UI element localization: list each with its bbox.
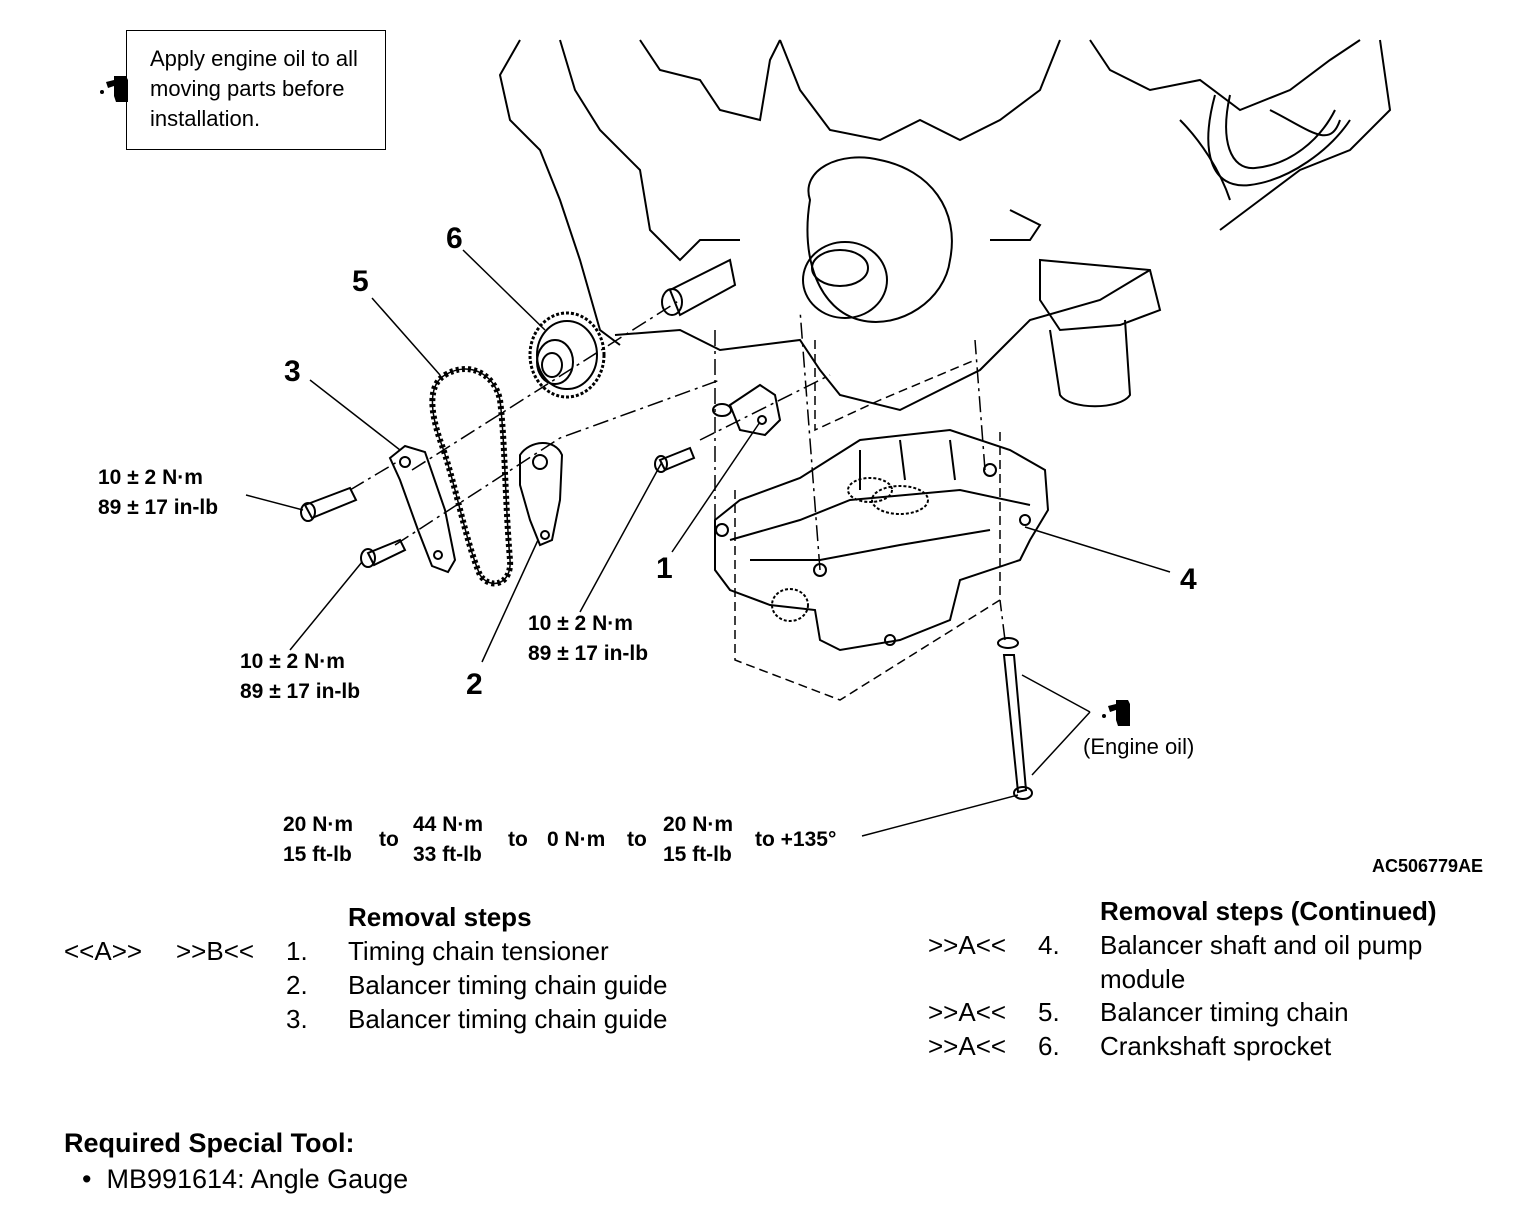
balancer-shaft-module — [714, 428, 1050, 652]
step-mark: >>A<< — [928, 997, 1007, 1027]
alignment-box — [734, 340, 1001, 701]
callout-3: 3 — [284, 355, 301, 388]
bolts — [300, 446, 1033, 800]
note-line: moving parts before — [150, 76, 345, 101]
timing-chain-tensioner — [712, 383, 782, 437]
step-number: 6. — [1038, 1031, 1060, 1061]
crankshaft-sprocket — [528, 311, 606, 399]
sequence-step-3: 0 N·m — [547, 828, 606, 851]
oil-can-icon — [1102, 700, 1130, 726]
sequence-final: to +135° — [755, 828, 837, 851]
step-number: 4. — [1038, 930, 1060, 960]
chain-guide-3 — [388, 444, 457, 574]
step-text: module — [1100, 964, 1186, 994]
step-text: Crankshaft sprocket — [1100, 1031, 1332, 1061]
torque-spec-guide-left: 10 ± 2 N·m 89 ± 17 in-lb — [98, 466, 219, 519]
sequence-step-4: 20 N·m 15 ft-lb — [663, 813, 734, 866]
engine-block — [498, 39, 1392, 412]
removal-steps-continued-header: Removal steps (Continued) — [1100, 896, 1437, 926]
sequence-step-2: 44 N·m 33 ft-lb — [413, 813, 484, 866]
torque-spec-tensioner: 10 ± 2 N·m 89 ± 17 in-lb — [528, 612, 649, 665]
leader-lines — [245, 249, 1171, 837]
callout-2: 2 — [466, 668, 483, 701]
step-mark: >>A<< — [928, 1031, 1007, 1061]
step-number: 1. — [286, 936, 308, 966]
step-text: Balancer shaft and oil pump — [1100, 930, 1423, 960]
note-line: Apply engine oil to all — [150, 46, 358, 71]
step-text: Balancer timing chain guide — [348, 970, 668, 1000]
special-tool-item: • MB991614: Angle Gauge — [82, 1164, 409, 1194]
step-text: Balancer timing chain guide — [348, 1004, 668, 1034]
step-number: 2. — [286, 970, 308, 1000]
step-text: Balancer timing chain — [1100, 997, 1349, 1027]
note-line: installation. — [150, 106, 261, 131]
step-mark: <<A>> — [64, 936, 143, 966]
step-number: 5. — [1038, 997, 1060, 1027]
torque-spec-guide-lower: 10 ± 2 N·m 89 ± 17 in-lb — [240, 650, 361, 703]
callout-6: 6 — [446, 222, 463, 255]
oil-can-icon — [100, 76, 128, 102]
callout-5: 5 — [352, 265, 369, 298]
note-text: Apply engine oil to all moving parts bef… — [150, 44, 390, 134]
sequence-step-1: 20 N·m 15 ft-lb — [283, 813, 354, 866]
special-tool-header: Required Special Tool: — [64, 1128, 355, 1158]
engine-oil-label: (Engine oil) — [1083, 734, 1195, 759]
figure-code: AC506779AE — [1372, 856, 1484, 876]
step-text: Timing chain tensioner — [348, 936, 609, 966]
exploded-diagram — [245, 39, 1392, 837]
chain-guide-2 — [519, 442, 564, 547]
sequence-to-3: to — [627, 828, 647, 851]
step-mark: >>B<< — [176, 936, 255, 966]
callout-4: 4 — [1180, 563, 1197, 596]
removal-steps-header: Removal steps — [348, 902, 532, 932]
bullet-icon: • — [82, 1164, 107, 1194]
balancer-timing-chain — [429, 366, 514, 587]
sequence-to-2: to — [508, 828, 528, 851]
step-mark: >>A<< — [928, 930, 1007, 960]
sequence-to-1: to — [379, 828, 399, 851]
callout-1: 1 — [656, 552, 673, 585]
step-number: 3. — [286, 1004, 308, 1034]
